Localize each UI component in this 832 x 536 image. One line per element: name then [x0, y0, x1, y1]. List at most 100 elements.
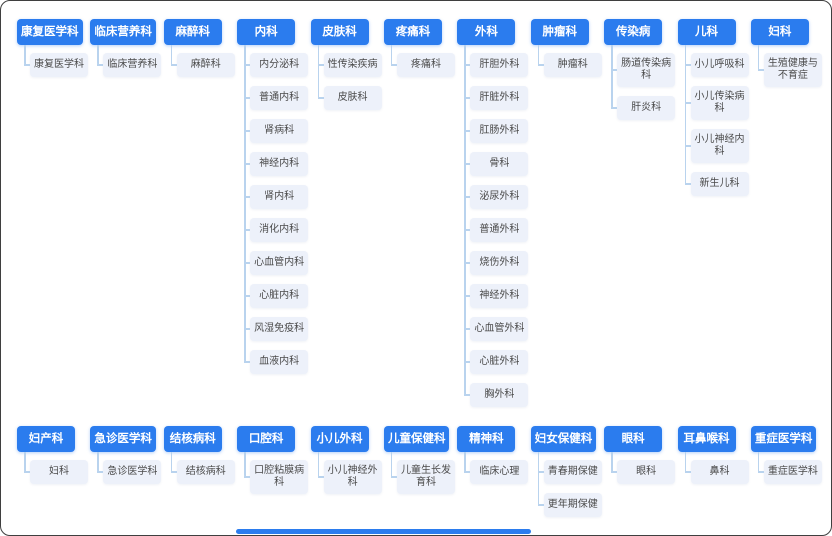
children-group: 临床营养科	[97, 45, 162, 77]
connector-line	[464, 45, 466, 395]
department-tree: 结核病科结核病科	[163, 426, 237, 517]
connector-line	[24, 45, 26, 65]
child-department-node[interactable]: 烧伤外科	[464, 251, 529, 275]
parent-department-node[interactable]: 儿童保健科	[383, 426, 450, 452]
child-department-node[interactable]: 生殖健康与不育症	[757, 53, 822, 87]
department-tree: 妇产科妇科	[17, 426, 90, 517]
child-department-node[interactable]: 泌尿外科	[464, 185, 529, 209]
child-department-node[interactable]: 妇科	[24, 460, 88, 484]
parent-department-node[interactable]: 传染病	[604, 19, 663, 45]
child-department-node[interactable]: 更年期保健	[537, 493, 602, 517]
children-group: 疼痛科	[390, 45, 455, 77]
child-department-node[interactable]: 青春期保健	[537, 460, 602, 484]
connector-line	[97, 45, 99, 65]
parent-department-node[interactable]: 儿科	[677, 19, 736, 45]
child-department-node[interactable]: 神经内科	[244, 152, 309, 176]
child-department-node[interactable]: 肾内科	[244, 185, 309, 209]
parent-department-node[interactable]: 外科	[457, 19, 516, 45]
children-group: 口腔粘膜病科	[244, 452, 309, 494]
child-department-node[interactable]: 性传染疾病	[317, 53, 382, 77]
parent-department-node[interactable]: 小儿外科	[310, 426, 369, 452]
child-department-node[interactable]: 小儿传染病科	[684, 86, 749, 120]
children-group: 眼科	[611, 452, 676, 484]
child-department-node[interactable]: 结核病科	[170, 460, 235, 484]
child-department-node[interactable]: 鼻科	[684, 460, 749, 484]
parent-department-node[interactable]: 重症医学科	[750, 426, 817, 452]
child-department-node[interactable]: 骨科	[464, 152, 529, 176]
child-department-node[interactable]: 内分泌科	[244, 53, 309, 77]
department-tree: 重症医学科重症医学科	[750, 426, 824, 517]
parent-department-node[interactable]: 康复医学科	[17, 19, 83, 45]
department-tree: 小儿外科小儿神经外科	[310, 426, 384, 517]
parent-department-node[interactable]: 皮肤科	[310, 19, 369, 45]
department-tree: 皮肤科性传染疾病皮肤科	[310, 19, 384, 407]
parent-department-node[interactable]: 结核病科	[163, 426, 222, 452]
child-department-node[interactable]: 肾病科	[244, 119, 309, 143]
connector-line	[537, 452, 540, 505]
parent-department-node[interactable]: 麻醉科	[163, 19, 222, 45]
children-group: 肠道传染病科肝炎科	[611, 45, 676, 120]
connector-line	[170, 45, 173, 65]
parent-department-node[interactable]: 临床营养科	[90, 19, 156, 45]
parent-department-node[interactable]: 内科	[237, 19, 296, 45]
child-department-node[interactable]: 临床心理	[464, 460, 529, 484]
child-department-node[interactable]: 肝脏外科	[464, 86, 529, 110]
parent-department-node[interactable]: 眼科	[604, 426, 663, 452]
connector-line	[684, 452, 687, 472]
child-department-node[interactable]: 新生儿科	[684, 172, 749, 196]
child-department-node[interactable]: 儿童生长发育科	[390, 460, 455, 494]
child-department-node[interactable]: 普通外科	[464, 218, 529, 242]
child-department-node[interactable]: 口腔粘膜病科	[244, 460, 309, 494]
child-department-node[interactable]: 肛肠外科	[464, 119, 529, 143]
parent-department-node[interactable]: 妇科	[750, 19, 809, 45]
department-tree: 精神科临床心理	[457, 426, 530, 517]
children-group: 小儿呼吸科小儿传染病科小儿神经内科新生儿科	[684, 45, 749, 196]
child-department-node[interactable]: 皮肤科	[317, 86, 382, 110]
child-department-node[interactable]: 麻醉科	[170, 53, 235, 77]
parent-department-node[interactable]: 精神科	[457, 426, 516, 452]
child-department-node[interactable]: 疼痛科	[390, 53, 455, 77]
child-department-node[interactable]: 心脏内科	[244, 284, 309, 308]
connector-line	[317, 452, 320, 477]
department-tree: 内科内分泌科普通内科肾病科神经内科肾内科消化内科心血管内科心脏内科风湿免疫科血液…	[237, 19, 310, 407]
child-department-node[interactable]: 风湿免疫科	[244, 317, 309, 341]
parent-department-node[interactable]: 耳鼻喉科	[677, 426, 736, 452]
parent-department-node[interactable]: 肿瘤科	[530, 19, 589, 45]
connector-line	[390, 45, 393, 65]
parent-department-node[interactable]: 急诊医学科	[90, 426, 156, 452]
children-group: 青春期保健更年期保健	[537, 452, 602, 517]
parent-department-node[interactable]: 口腔科	[237, 426, 296, 452]
child-department-node[interactable]: 血液内科	[244, 350, 309, 374]
parent-department-node[interactable]: 妇女保健科	[530, 426, 597, 452]
connector-line	[611, 452, 613, 472]
child-department-node[interactable]: 心脏外科	[464, 350, 529, 374]
children-group: 康复医学科	[24, 45, 88, 77]
child-department-node[interactable]: 神经外科	[464, 284, 529, 308]
child-department-node[interactable]: 胸外科	[464, 383, 529, 407]
child-department-node[interactable]: 小儿神经外科	[317, 460, 382, 494]
child-department-node[interactable]: 心血管内科	[244, 251, 309, 275]
child-department-node[interactable]: 肠道传染病科	[611, 53, 676, 87]
child-department-node[interactable]: 眼科	[611, 460, 676, 484]
child-department-node[interactable]: 临床营养科	[97, 53, 162, 77]
child-department-node[interactable]: 康复医学科	[24, 53, 88, 77]
child-department-node[interactable]: 小儿神经内科	[684, 129, 749, 163]
parent-department-node[interactable]: 疼痛科	[383, 19, 442, 45]
children-group: 急诊医学科	[97, 452, 162, 484]
child-department-node[interactable]: 普通内科	[244, 86, 309, 110]
child-department-node[interactable]: 肝炎科	[611, 96, 676, 120]
child-department-node[interactable]: 小儿呼吸科	[684, 53, 749, 77]
child-department-node[interactable]: 肿瘤科	[537, 53, 602, 77]
child-department-node[interactable]: 急诊医学科	[97, 460, 162, 484]
tree-row-top: 康复医学科康复医学科临床营养科临床营养科麻醉科麻醉科内科内分泌科普通内科肾病科神…	[17, 19, 824, 407]
department-tree: 妇科生殖健康与不育症	[750, 19, 824, 407]
children-group: 麻醉科	[170, 45, 235, 77]
parent-department-node[interactable]: 妇产科	[17, 426, 75, 452]
child-department-node[interactable]: 重症医学科	[757, 460, 822, 484]
child-department-node[interactable]: 肝胆外科	[464, 53, 529, 77]
horizontal-scrollbar-thumb[interactable]	[236, 529, 531, 534]
child-department-node[interactable]: 消化内科	[244, 218, 309, 242]
children-group: 儿童生长发育科	[390, 452, 455, 494]
child-department-node[interactable]: 心血管外科	[464, 317, 529, 341]
